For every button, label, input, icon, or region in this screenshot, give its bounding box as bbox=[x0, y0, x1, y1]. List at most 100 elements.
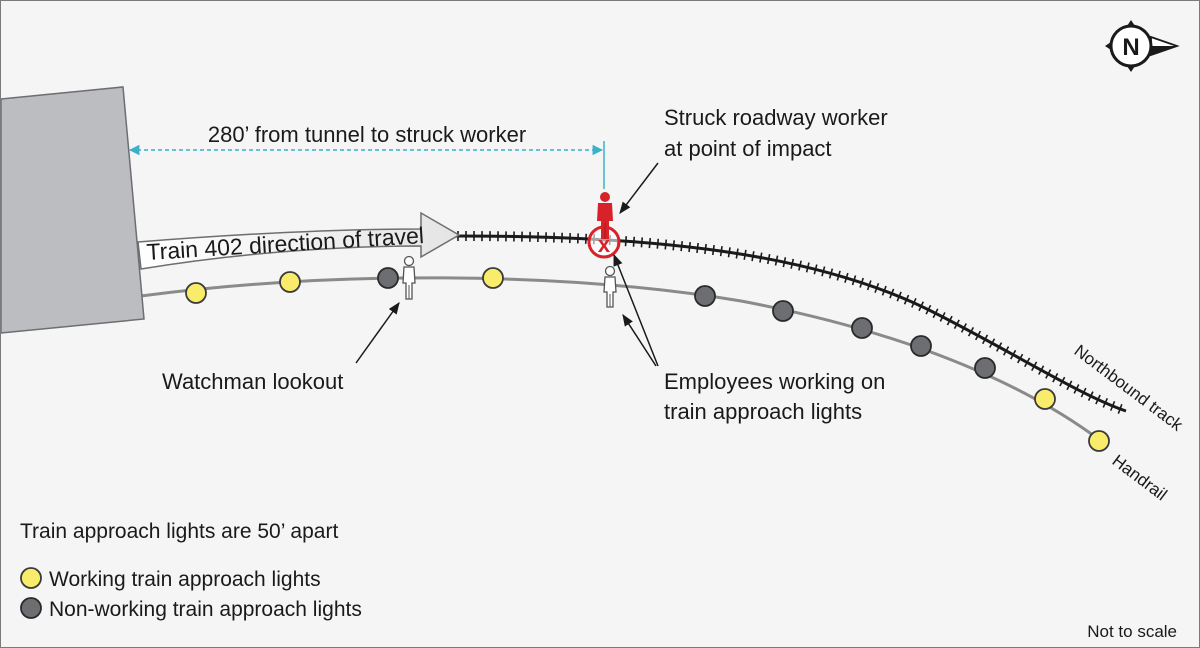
track-tie bbox=[782, 257, 787, 268]
legend-working-swatch bbox=[20, 567, 42, 589]
track-tie bbox=[1066, 380, 1073, 391]
track-tie bbox=[874, 282, 880, 293]
track-tie bbox=[719, 246, 723, 257]
track-tie bbox=[1017, 353, 1024, 364]
track-tie bbox=[960, 323, 967, 333]
tunnel-block bbox=[1, 86, 145, 334]
working-light bbox=[185, 282, 207, 304]
track-tie bbox=[981, 334, 989, 345]
employees-label-line1: Employees working on bbox=[664, 369, 885, 394]
track-tie bbox=[996, 342, 1003, 352]
distance-label: 280’ from tunnel to struck worker bbox=[208, 122, 526, 147]
track-tie bbox=[851, 275, 857, 286]
track-tie bbox=[1095, 394, 1101, 405]
track-tie bbox=[688, 241, 691, 253]
struck-worker-figure bbox=[597, 192, 613, 239]
non-working-light bbox=[694, 285, 716, 307]
working-light bbox=[482, 267, 504, 289]
track-tie bbox=[828, 268, 834, 279]
track-tie bbox=[766, 253, 771, 265]
track-tie bbox=[656, 238, 660, 249]
track-tie bbox=[672, 240, 676, 251]
track-tie bbox=[1102, 397, 1109, 408]
track-tie bbox=[704, 243, 707, 255]
working-light bbox=[1034, 388, 1056, 410]
track-ties bbox=[457, 231, 1123, 414]
track-tie bbox=[953, 319, 960, 330]
track-tie bbox=[1010, 349, 1017, 360]
track-tie bbox=[918, 301, 924, 312]
compass-letter: N bbox=[1122, 34, 1139, 61]
track-tie bbox=[903, 294, 910, 305]
track-tie bbox=[836, 270, 841, 281]
working-light bbox=[1088, 430, 1110, 452]
non-working-light bbox=[974, 357, 996, 379]
track-tie bbox=[889, 288, 895, 299]
track-tie bbox=[1110, 401, 1116, 411]
north-compass-icon: N bbox=[1105, 20, 1180, 72]
northbound-track bbox=[455, 231, 1127, 414]
track-tie bbox=[974, 330, 982, 341]
non-working-light bbox=[851, 317, 873, 339]
watchman-label: Watchman lookout bbox=[162, 369, 343, 394]
track-tie bbox=[790, 258, 795, 269]
track-tie bbox=[896, 291, 902, 302]
track-tie bbox=[881, 285, 887, 296]
track-tie bbox=[925, 304, 932, 315]
legend-non-working-swatch bbox=[20, 597, 42, 619]
legend-non-working-label: Non-working train approach lights bbox=[49, 598, 362, 621]
legend-working-label: Working train approach lights bbox=[49, 568, 321, 591]
track-tie bbox=[1052, 372, 1059, 383]
track-tie bbox=[632, 236, 636, 247]
struck-label-line1: Struck roadway worker bbox=[664, 105, 888, 130]
approach-lights bbox=[185, 267, 1110, 452]
train-direction-label: Train 402 direction of travel bbox=[146, 222, 425, 265]
track-tie bbox=[911, 297, 917, 308]
employees-label-line2: train approach lights bbox=[664, 399, 862, 424]
track-tie bbox=[967, 326, 975, 337]
track-tie bbox=[1003, 346, 1010, 356]
track-tie bbox=[932, 308, 939, 319]
non-working-light bbox=[377, 267, 399, 289]
track-tie bbox=[798, 260, 802, 271]
track-tie bbox=[844, 272, 849, 283]
track-tie bbox=[859, 277, 864, 288]
working-light bbox=[279, 271, 301, 293]
struck-callout-line bbox=[619, 162, 659, 214]
employee-figure bbox=[603, 265, 617, 308]
track-tie bbox=[988, 338, 996, 348]
impact-marker: x bbox=[587, 225, 621, 259]
handrail-label: Handrail bbox=[1109, 451, 1171, 504]
not-to-scale-note: Not to scale bbox=[1087, 622, 1177, 641]
track-tie bbox=[735, 248, 739, 259]
track-tie bbox=[774, 255, 779, 266]
legend: Train approach lights are 50’ apart Work… bbox=[20, 520, 362, 621]
track-tie bbox=[1117, 403, 1123, 414]
track-tie bbox=[680, 241, 683, 252]
distance-dimension: 280’ from tunnel to struck worker bbox=[128, 122, 605, 189]
track-tie bbox=[1087, 391, 1094, 401]
handrail-line bbox=[140, 276, 1102, 443]
track-tie bbox=[743, 249, 747, 260]
track-tie bbox=[1045, 369, 1052, 379]
track-tie bbox=[866, 280, 872, 291]
track-tie bbox=[751, 251, 755, 262]
track-tie bbox=[946, 315, 953, 326]
track-tie bbox=[1031, 361, 1038, 372]
track-tie bbox=[939, 312, 946, 322]
non-working-light bbox=[772, 300, 794, 322]
track-tie bbox=[664, 239, 668, 250]
employees-callout-line-b bbox=[613, 253, 659, 367]
track-tie bbox=[1073, 384, 1080, 394]
track-tie bbox=[640, 237, 644, 248]
track-tie bbox=[759, 252, 763, 263]
track-tie bbox=[1024, 357, 1031, 368]
track-tie bbox=[821, 266, 826, 277]
struck-label-line2: at point of impact bbox=[664, 136, 832, 161]
employees-callout-line-a bbox=[622, 313, 657, 367]
watchman-figure bbox=[402, 255, 416, 300]
track-tie bbox=[711, 244, 715, 256]
track-tie bbox=[727, 247, 731, 258]
